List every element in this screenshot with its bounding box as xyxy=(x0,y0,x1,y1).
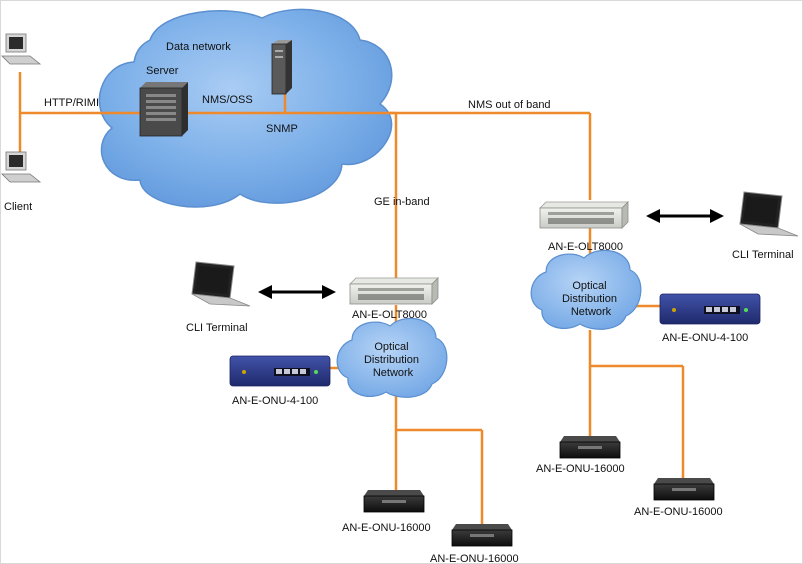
label-odn-right-line2: Distribution xyxy=(562,293,617,305)
client-computer-top xyxy=(1,33,41,65)
server-tower-icon xyxy=(139,82,188,137)
client-computer-bottom xyxy=(1,151,41,183)
onu4-right-device xyxy=(659,293,761,325)
label-odn-right-line1: Optical xyxy=(572,280,606,292)
label-http-rimi: HTTP/RIMI xyxy=(44,97,99,109)
label-data-network: Data network xyxy=(166,41,231,53)
olt-left-device xyxy=(349,277,439,305)
label-nms-out-of-band: NMS out of band xyxy=(468,99,551,111)
label-onu4-left: AN-E-ONU-4-100 xyxy=(232,395,318,407)
cli-laptop-right xyxy=(739,191,799,237)
label-onu16-right-a: AN-E-ONU-16000 xyxy=(536,463,625,475)
cloud-icon xyxy=(336,317,448,398)
label-odn-right: Optical Distribution Network xyxy=(562,280,620,318)
label-cli-right: CLI Terminal xyxy=(732,249,794,261)
label-olt-left: AN-E-OLT8000 xyxy=(352,309,427,321)
cli-arrow-right xyxy=(644,207,726,225)
laptop-icon xyxy=(739,191,799,237)
olt-chassis-icon xyxy=(539,201,629,229)
onu-switch-icon xyxy=(653,477,715,501)
olt-right-device xyxy=(539,201,629,229)
label-onu16-left-b: AN-E-ONU-16000 xyxy=(430,553,519,564)
cli-laptop-left xyxy=(191,261,251,307)
label-nms-oss: NMS/OSS xyxy=(202,94,253,106)
label-odn-left: Optical Distribution Network xyxy=(364,341,422,379)
desktop-computer-icon xyxy=(1,151,41,183)
double-arrow-icon xyxy=(644,207,726,225)
onu16-right-b-device xyxy=(653,477,715,501)
label-onu16-left-a: AN-E-ONU-16000 xyxy=(342,522,431,534)
label-ge-in-band: GE in-band xyxy=(374,196,430,208)
onu4-left-device xyxy=(229,355,331,387)
onu-switch-icon xyxy=(659,293,761,325)
label-server: Server xyxy=(146,65,179,77)
label-odn-right-line3: Network xyxy=(571,306,612,318)
label-odn-left-line2: Distribution xyxy=(364,354,419,366)
label-odn-left-line1: Optical xyxy=(374,341,408,353)
double-arrow-icon xyxy=(256,283,338,301)
odn-right-cloud xyxy=(530,249,642,330)
label-onu16-right-b: AN-E-ONU-16000 xyxy=(634,506,723,518)
desktop-computer-icon xyxy=(1,33,41,65)
cli-arrow-left xyxy=(256,283,338,301)
label-cli-left: CLI Terminal xyxy=(186,322,248,334)
label-olt-right: AN-E-OLT8000 xyxy=(548,241,623,253)
server-device xyxy=(139,82,188,137)
laptop-icon xyxy=(191,261,251,307)
label-client: Client xyxy=(4,201,32,213)
rack-server-icon xyxy=(271,40,292,95)
onu-switch-icon xyxy=(363,489,425,513)
onu-switch-icon xyxy=(451,523,513,547)
label-odn-left-line3: Network xyxy=(373,367,414,379)
odn-left-cloud xyxy=(336,317,448,398)
onu16-right-a-device xyxy=(559,435,621,459)
onu-switch-icon xyxy=(559,435,621,459)
label-snmp: SNMP xyxy=(266,123,298,135)
nms-oss-device xyxy=(271,40,292,95)
onu-switch-icon xyxy=(229,355,331,387)
cloud-icon xyxy=(530,249,642,330)
olt-chassis-icon xyxy=(349,277,439,305)
onu16-left-b-device xyxy=(451,523,513,547)
label-onu4-right: AN-E-ONU-4-100 xyxy=(662,332,748,344)
onu16-left-a-device xyxy=(363,489,425,513)
